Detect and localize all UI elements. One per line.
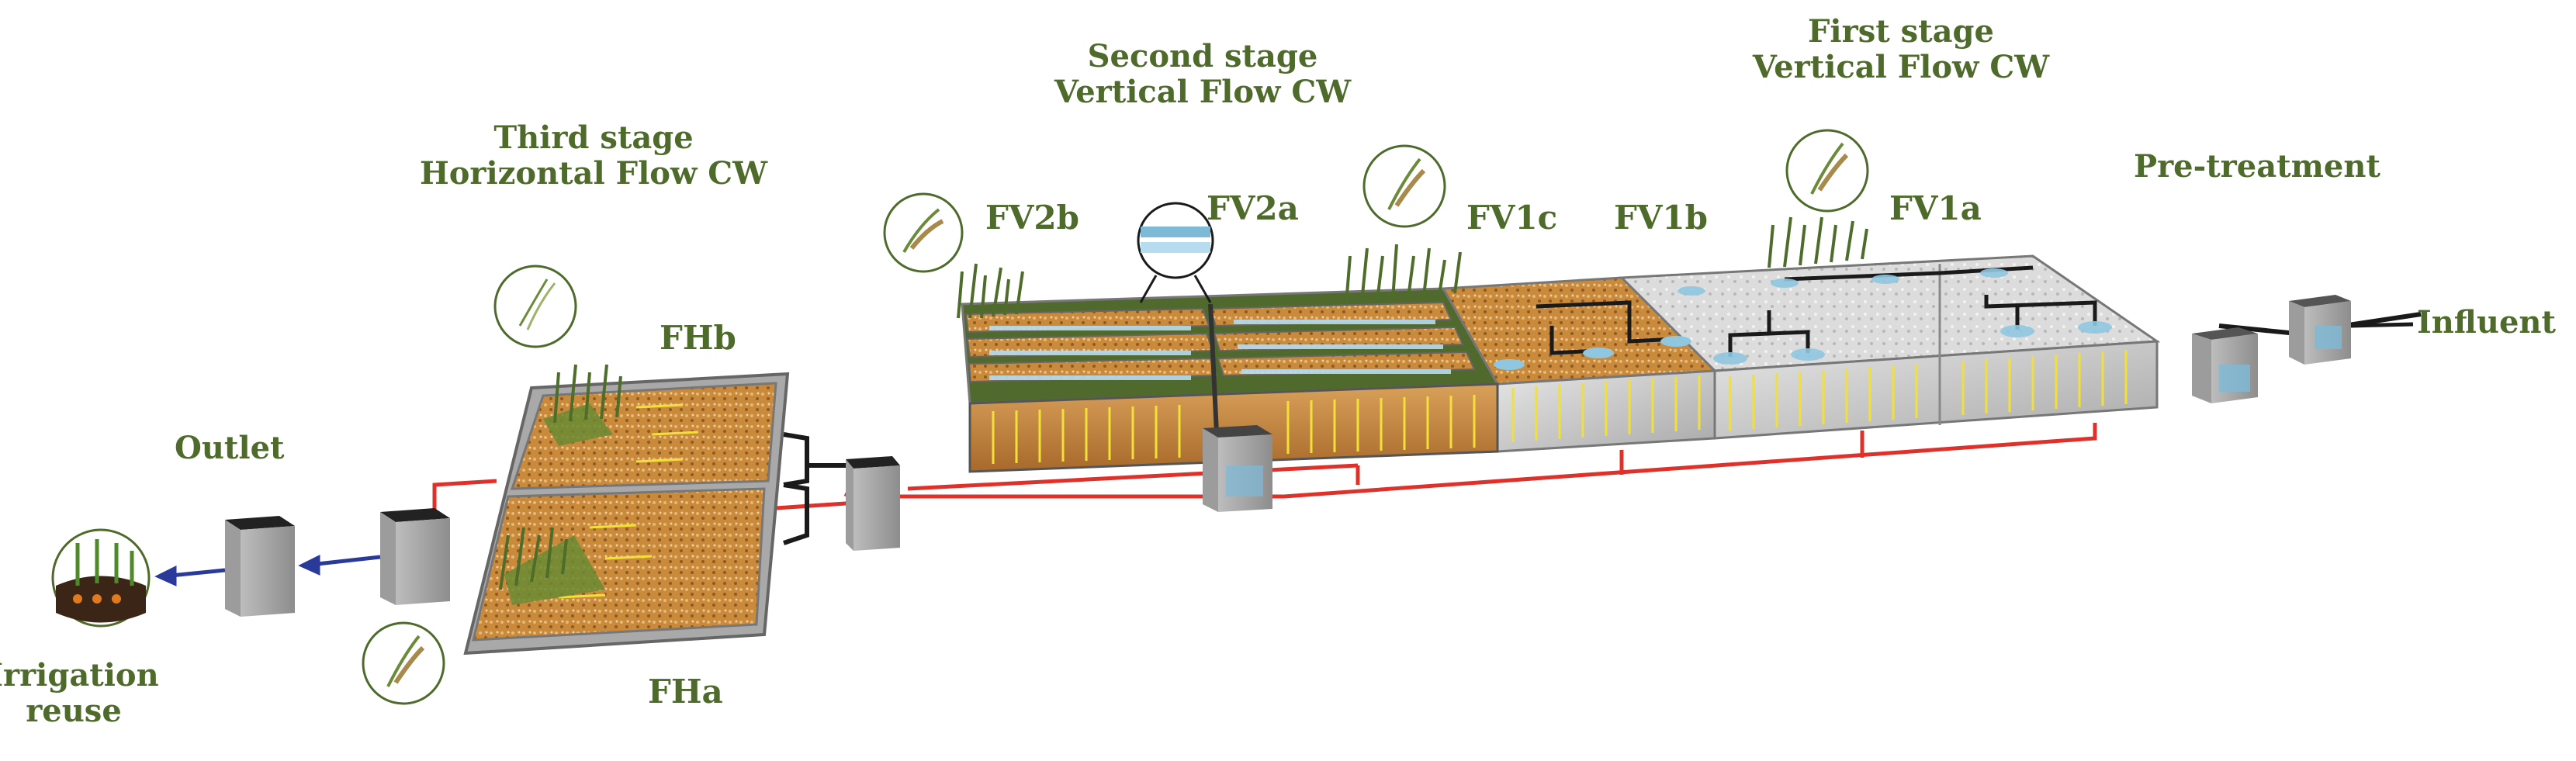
flow-arrows [154,554,381,586]
fv2a-label: FV2a [1207,189,1299,227]
reed-icon-fv1a [1785,129,1869,213]
influent-tank-2 [2192,327,2258,403]
central-tank [1203,425,1272,512]
first-stage-title: First stage Vertical Flow CW [1753,14,2049,85]
influent-label: Influent [2417,304,2556,341]
first-stage-title-line1: First stage [1808,13,1994,50]
fhb-label: FHb [660,319,736,357]
reed-icon-fhb [493,265,577,348]
reed-icon-fv1c [1362,144,1446,228]
fv2b-label: FV2b [985,199,1079,237]
reed-icon-fv2b [883,192,964,273]
third-stage-title: Third stage Horizontal Flow CW [420,120,767,192]
fv1c-bed [1441,276,1718,453]
second-stage-title-line2: Vertical Flow CW [1054,74,1352,110]
irrigation-reuse-label: Irrigation reuse [0,658,159,729]
outlet-tank-2 [225,516,295,617]
fv1a-label: FV1a [1889,189,1982,227]
first-stage-title-line2: Vertical Flow CW [1752,49,2050,85]
fha-label: FHa [648,673,723,711]
irrigation-label-line2: reuse [26,693,122,729]
fv1b-label: FV1b [1614,199,1708,237]
third-stage-title-line1: Third stage [493,119,694,156]
pretreatment-label: Pre-treatment [2134,148,2380,185]
reed-clumps [499,216,1868,590]
first-stage-bed [1619,254,2161,440]
water-distribution-icon-fv2a [1137,202,1214,303]
third-stage-bed [463,372,790,655]
pump-tank [846,456,900,551]
third-stage-title-line2: Horizontal Flow CW [419,155,768,192]
irrigation-label-line1: Irrigation [0,657,159,694]
reed-icon-fha [362,621,445,705]
second-stage-title: Second stage Vertical Flow CW [1054,39,1351,110]
irrigation-reuse-icon [51,528,151,628]
influent-pipe [2350,322,2414,328]
outlet-tank-1 [380,508,450,605]
outlet-label: Outlet [175,430,285,466]
second-stage-title-line1: Second stage [1087,38,1318,74]
influent-tank-1 [2289,295,2351,365]
fv1c-label: FV1c [1466,199,1558,237]
